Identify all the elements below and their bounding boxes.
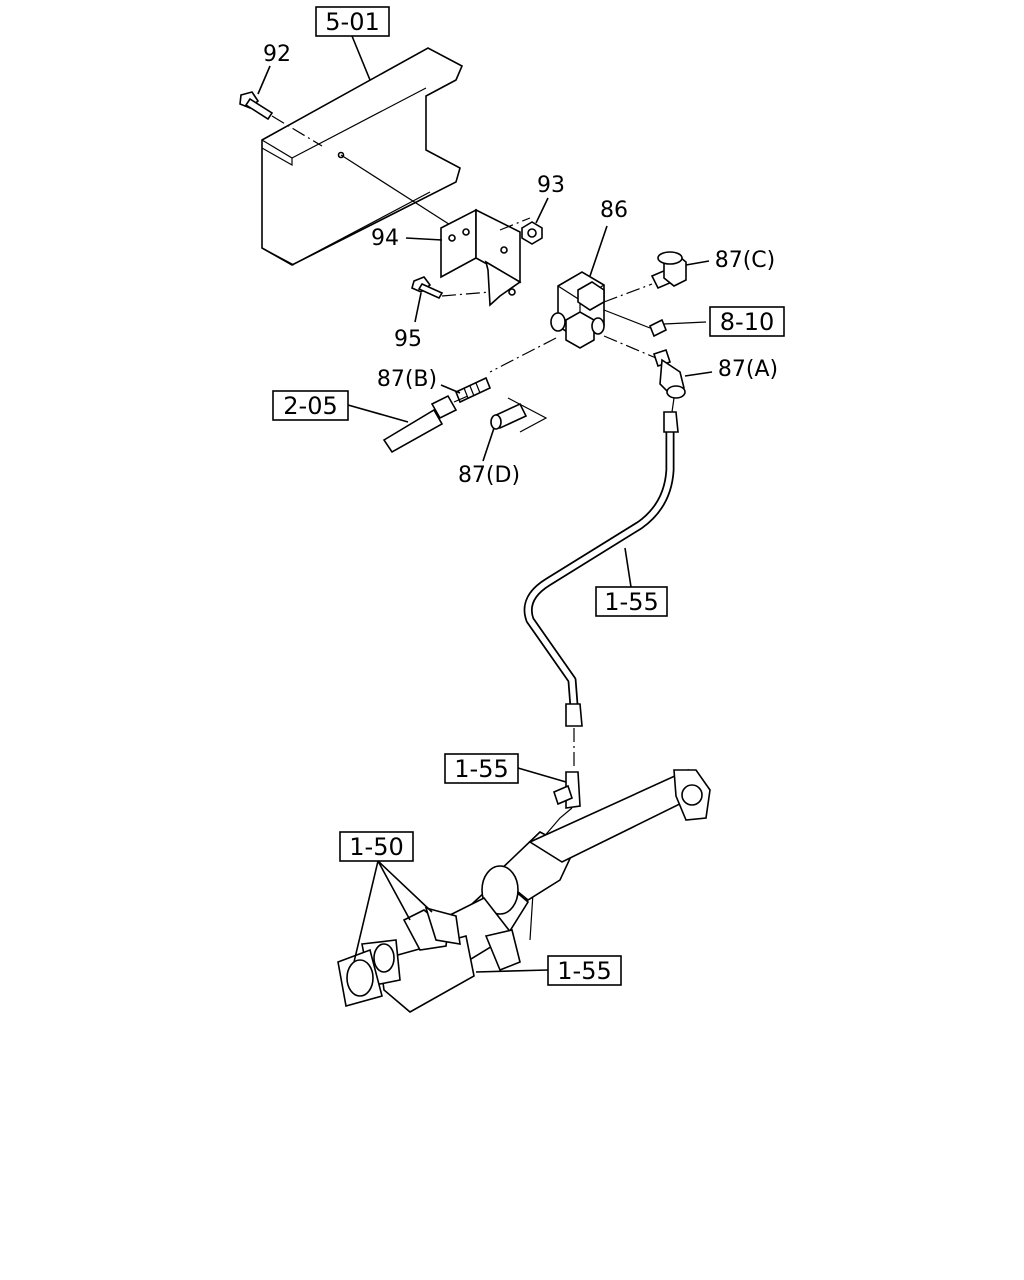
callout-93: 93 bbox=[537, 173, 565, 198]
ref-box-1-50[interactable]: 1-50 bbox=[339, 831, 414, 862]
callout-87c: 87(C) bbox=[715, 248, 776, 273]
tee-fitting bbox=[529, 771, 581, 941]
svg-text:1-55: 1-55 bbox=[557, 957, 611, 985]
leader-1-55-upper bbox=[624, 547, 632, 588]
svg-text:5-01: 5-01 bbox=[325, 8, 379, 36]
leader-94 bbox=[405, 237, 443, 241]
svg-text:8-10: 8-10 bbox=[720, 308, 774, 336]
leader-87b bbox=[440, 384, 461, 394]
leader-86 bbox=[589, 225, 608, 277]
callout-87a: 87(A) bbox=[718, 357, 778, 382]
leader-2-05 bbox=[347, 404, 409, 423]
leader-1-55-joint bbox=[517, 767, 567, 783]
nut-93 bbox=[521, 221, 543, 245]
leader-93 bbox=[535, 197, 549, 224]
leader-92 bbox=[257, 65, 271, 95]
line-87a-pipe bbox=[671, 397, 675, 413]
line-valve-87a bbox=[603, 335, 657, 359]
line-valve-87c bbox=[603, 283, 653, 303]
ref-box-8-10[interactable]: 8-10 bbox=[709, 306, 785, 337]
bolt-92 bbox=[239, 91, 323, 147]
callout-86: 86 bbox=[600, 198, 628, 223]
leader-5-01 bbox=[351, 35, 371, 81]
frame-rail bbox=[261, 47, 464, 266]
leader-87d bbox=[482, 427, 495, 462]
callout-87d: 87(D) bbox=[458, 463, 520, 488]
leader-87c bbox=[685, 260, 710, 266]
fitting-87d bbox=[490, 402, 528, 430]
ref-box-2-05[interactable]: 2-05 bbox=[272, 390, 349, 421]
elbow-87a bbox=[652, 348, 686, 399]
callout-95: 95 bbox=[394, 327, 422, 352]
callout-87b: 87(B) bbox=[377, 367, 437, 392]
ref-box-1-55-joint[interactable]: 1-55 bbox=[444, 753, 519, 784]
callout-92: 92 bbox=[263, 42, 291, 67]
leader-95 bbox=[414, 292, 422, 323]
mount-line bbox=[340, 154, 456, 229]
fitting-87b bbox=[454, 376, 492, 404]
line-valve-87b bbox=[489, 337, 557, 373]
line-valve-harness bbox=[603, 309, 651, 329]
svg-text:1-55: 1-55 bbox=[604, 588, 658, 616]
bolt-95 bbox=[411, 276, 491, 300]
harness-connector bbox=[648, 318, 707, 338]
ref-box-1-55-upper[interactable]: 1-55 bbox=[595, 586, 668, 617]
ref-box-1-55-lower[interactable]: 1-55 bbox=[547, 955, 622, 986]
vacuum-hose bbox=[382, 394, 469, 454]
valve-86 bbox=[550, 271, 605, 349]
svg-text:2-05: 2-05 bbox=[283, 392, 337, 420]
leader-1-55-lower bbox=[475, 969, 549, 973]
leader-87a bbox=[684, 371, 713, 377]
callout-94: 94 bbox=[371, 226, 399, 251]
elbow-87c bbox=[650, 251, 687, 290]
leader-1-50 bbox=[353, 860, 433, 963]
svg-text:1-50: 1-50 bbox=[349, 833, 403, 861]
exhaust-pipe bbox=[337, 768, 711, 1013]
bracket-94 bbox=[440, 208, 531, 307]
svg-text:1-55: 1-55 bbox=[454, 755, 508, 783]
vacuum-pipe bbox=[523, 411, 679, 770]
ref-box-5-01[interactable]: 5-01 bbox=[315, 6, 390, 37]
